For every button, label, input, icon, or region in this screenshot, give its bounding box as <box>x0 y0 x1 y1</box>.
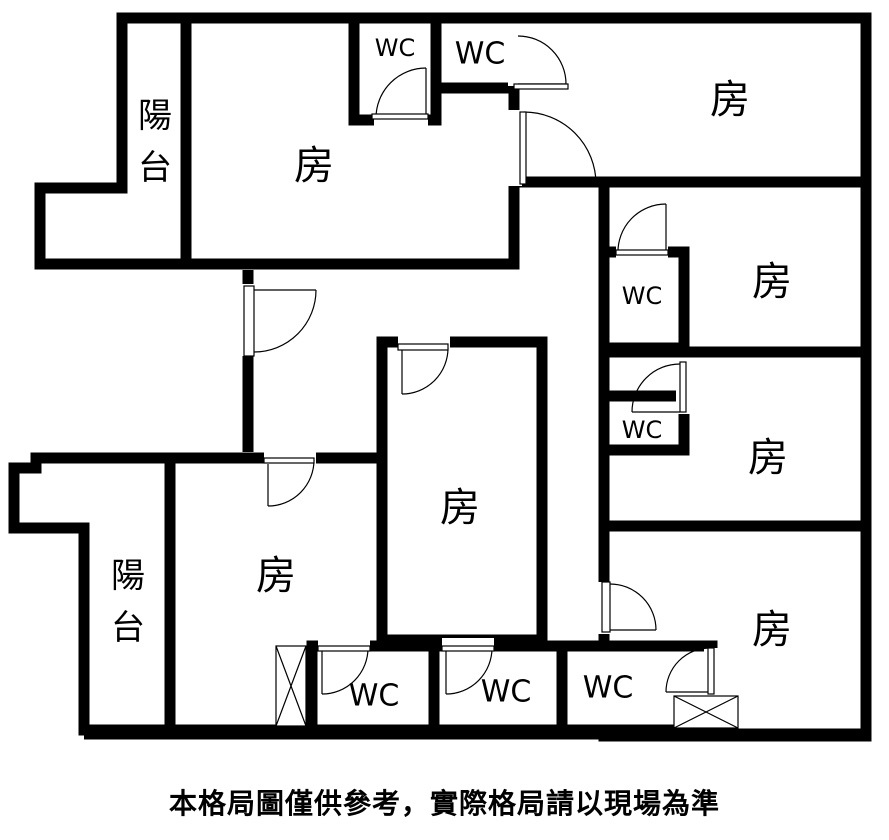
room-label-top-right: 房 <box>710 77 750 123</box>
room-label-bottom-left: 房 <box>256 553 296 599</box>
room-label-right-4: 房 <box>752 607 792 653</box>
room-label-right-3: 房 <box>748 435 788 481</box>
balcony-label-top-line1: 陽 <box>138 96 172 136</box>
door-wc-bottom-1 <box>317 638 371 695</box>
door-wc-bottom-3 <box>665 647 720 696</box>
room-label-top-left: 房 <box>294 143 334 189</box>
wall-wc-right-2 <box>598 246 690 354</box>
wc-label-top-small: WC <box>375 34 416 62</box>
wall-balcony-top <box>34 12 192 270</box>
wc-label-top-large: WC <box>455 37 506 72</box>
wall-room-right-3 <box>598 346 872 532</box>
room-label-center: 房 <box>440 485 480 531</box>
wc-label-bottom-3: WC <box>583 671 634 706</box>
disclaimer-note: 本格局圖僅供參考，實際格局請以現場為準 <box>168 787 720 820</box>
door-wc-bottom-2 <box>441 638 495 695</box>
wc-label-right-2: WC <box>622 282 663 310</box>
door-wc-right-3 <box>631 361 690 414</box>
door-room-center <box>397 334 450 395</box>
balcony-label-bottom-line2: 台 <box>111 608 145 648</box>
wc-label-bottom-1: WC <box>349 679 400 714</box>
door-wc-right-2 <box>615 203 669 258</box>
door-room-bottom-left <box>263 450 316 507</box>
wall-wc-right-3 <box>598 390 690 456</box>
room-label-right-2: 房 <box>752 259 792 305</box>
door-room-top-right <box>508 110 597 186</box>
wc-label-bottom-2: WC <box>481 675 532 710</box>
door-room-right-4 <box>598 581 657 634</box>
shaft-fixture-right <box>673 695 739 729</box>
door-corridor-left <box>240 284 317 357</box>
balcony-label-bottom-line1: 陽 <box>111 556 145 596</box>
door-wc-top-small <box>371 67 429 127</box>
wc-label-right-3: WC <box>622 416 663 444</box>
shaft-fixture-left <box>275 645 307 727</box>
wall-balcony-bottom <box>8 452 176 736</box>
balcony-label-top-line2: 台 <box>138 148 172 188</box>
door-wc-top-large <box>508 34 569 90</box>
